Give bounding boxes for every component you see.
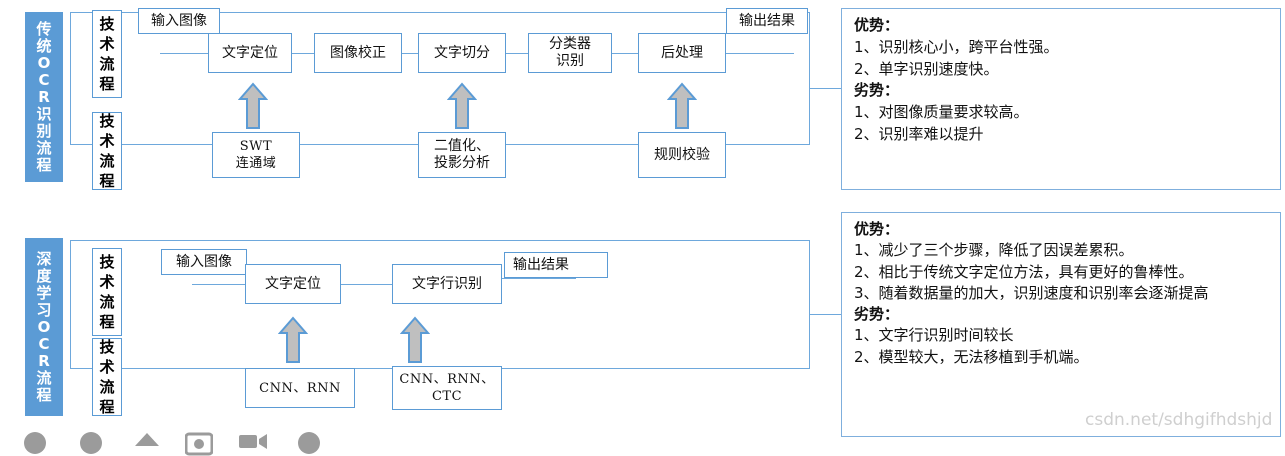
node-label: CNN、RNN、 CTC bbox=[399, 372, 495, 404]
node-output-result-traditional[interactable]: 输出结果 bbox=[726, 8, 808, 34]
node-label: SWT 连通域 bbox=[235, 139, 277, 171]
connector-classify-to-post bbox=[612, 53, 638, 54]
connector-cnnrnn-to-ctc bbox=[355, 368, 392, 369]
stage-label-text: 技术流程 bbox=[99, 338, 115, 416]
section-title-traditional: 传统OCR识别流程 bbox=[25, 12, 63, 182]
connector-lineRec-to-output bbox=[502, 278, 576, 279]
up-arrow-rule-to-post bbox=[667, 82, 697, 129]
node-label: 输出结果 bbox=[513, 256, 569, 273]
like-icon[interactable] bbox=[22, 430, 48, 456]
node-text-detection-deep[interactable]: 文字定位 bbox=[245, 264, 341, 304]
section-title-deep-learning: 深度学习OCR流程 bbox=[25, 238, 63, 416]
connector-rule-to-right bbox=[726, 144, 810, 145]
panel-cons-item: 2、识别率难以提升 bbox=[854, 124, 984, 143]
connector-binar-to-rule bbox=[506, 144, 638, 145]
connector-stage2-to-cnnrnn bbox=[122, 368, 245, 369]
stage-label-traditional-2: 技术流程 bbox=[92, 112, 122, 190]
stage-label-text: 技术流程 bbox=[99, 15, 115, 93]
up-arrow-cnnrnn-to-detect-deep bbox=[278, 316, 308, 363]
bracket-right-traditional bbox=[809, 12, 810, 144]
camera-icon[interactable] bbox=[185, 430, 213, 456]
node-label: 文字定位 bbox=[222, 44, 278, 61]
panel-pros-item: 2、相比于传统文字定位方法，具有更好的鲁棒性。 bbox=[854, 262, 1194, 281]
profile-circle-icon[interactable] bbox=[296, 430, 322, 456]
node-cnn-rnn[interactable]: CNN、RNN bbox=[245, 368, 355, 408]
node-label: 规则校验 bbox=[654, 146, 710, 163]
node-cnn-rnn-ctc[interactable]: CNN、RNN、 CTC bbox=[392, 366, 502, 410]
connector-deep-to-panel bbox=[809, 314, 841, 315]
connector-detect-to-rectify bbox=[292, 53, 314, 54]
panel-cons-item: 1、对图像质量要求较高。 bbox=[854, 103, 1029, 121]
panel-cons-item: 1、文字行识别时间较长 bbox=[854, 326, 1014, 345]
panel-pros-item: 1、减少了三个步骤，降低了因误差累积。 bbox=[854, 241, 1134, 260]
node-label: 输入图像 bbox=[151, 12, 207, 29]
panel-pros-item: 1、识别核心小，跨平台性强。 bbox=[854, 37, 1059, 56]
stage-label-deep-1: 技术流程 bbox=[92, 248, 122, 336]
node-text-detection-traditional[interactable]: 文字定位 bbox=[208, 33, 292, 73]
node-swt-connected-domain[interactable]: SWT 连通域 bbox=[212, 132, 300, 178]
connector-ctc-to-right-deep bbox=[502, 368, 810, 369]
connector-post-to-output bbox=[726, 53, 794, 54]
node-binarization-projection[interactable]: 二值化、 投影分析 bbox=[418, 132, 506, 178]
node-label: CNN、RNN bbox=[259, 380, 341, 396]
stage-label-text: 技术流程 bbox=[99, 112, 115, 190]
connector-segment-to-classify bbox=[506, 53, 528, 54]
connector-detect-to-lineRec bbox=[341, 284, 392, 285]
connector-input-to-detect-deep bbox=[192, 284, 245, 285]
node-label: 文字行识别 bbox=[412, 275, 482, 292]
stage-label-deep-2: 技术流程 bbox=[92, 338, 122, 416]
up-arrow-binar-to-segment bbox=[447, 82, 477, 129]
section-title-traditional-text: 传统OCR识别流程 bbox=[36, 19, 52, 174]
bracket-top-deep bbox=[70, 240, 810, 241]
node-label: 图像校正 bbox=[330, 44, 386, 61]
up-arrow-swt-to-detect bbox=[238, 82, 268, 129]
connector-traditional-to-panel bbox=[809, 88, 841, 89]
node-label: 后处理 bbox=[661, 44, 703, 61]
node-image-rectification[interactable]: 图像校正 bbox=[314, 33, 402, 73]
upload-arrow-icon[interactable] bbox=[134, 430, 160, 456]
node-label: 二值化、 投影分析 bbox=[434, 138, 490, 171]
diagram-canvas: 传统OCR识别流程 技术流程 技术流程 输入图像 文字定位 图像校正 文字切分 … bbox=[24, 8, 1281, 456]
panel-pros-heading: 优势： bbox=[854, 220, 900, 238]
node-post-processing[interactable]: 后处理 bbox=[638, 33, 726, 73]
bracket-left-deep bbox=[70, 240, 71, 368]
connector-stage2-to-swt bbox=[122, 144, 212, 145]
panel-pros-heading: 优势： bbox=[854, 16, 900, 34]
node-input-image-deep[interactable]: 输入图像 bbox=[161, 249, 247, 275]
node-label: 文字切分 bbox=[434, 44, 490, 61]
node-classifier-recognition[interactable]: 分类器 识别 bbox=[528, 33, 612, 73]
node-char-segmentation[interactable]: 文字切分 bbox=[418, 33, 506, 73]
panel-cons-heading: 劣势： bbox=[854, 305, 900, 324]
stage-label-text: 技术流程 bbox=[99, 253, 115, 331]
panel-pros-item: 2、单字识别速度快。 bbox=[854, 59, 999, 78]
node-label: 输入图像 bbox=[176, 253, 232, 270]
panel-pros-item: 3、随着数据量的加大，识别速度和识别率会逐渐提高 bbox=[854, 283, 1209, 302]
panel-cons-heading: 劣势： bbox=[854, 81, 900, 100]
connector-swt-to-binar bbox=[300, 144, 418, 145]
node-label: 分类器 识别 bbox=[549, 36, 591, 69]
bracket-left-traditional bbox=[70, 12, 71, 144]
section-title-deep-learning-text: 深度学习OCR流程 bbox=[36, 249, 52, 404]
node-input-image-traditional[interactable]: 输入图像 bbox=[138, 8, 220, 34]
user-avatar-icon[interactable] bbox=[78, 430, 104, 456]
connector-input-to-detect bbox=[160, 53, 208, 54]
node-label: 输出结果 bbox=[739, 12, 795, 29]
node-rule-validation[interactable]: 规则校验 bbox=[638, 132, 726, 178]
node-text-line-recognition[interactable]: 文字行识别 bbox=[392, 264, 502, 304]
stage-label-traditional-1: 技术流程 bbox=[92, 10, 122, 98]
up-arrow-ctc-to-lineRec bbox=[400, 316, 430, 363]
connector-rectify-to-segment bbox=[402, 53, 418, 54]
node-label: 文字定位 bbox=[265, 275, 321, 292]
node-output-result-deep[interactable]: 输出结果 bbox=[504, 252, 608, 278]
panel-traditional-proscons: 优势： 1、识别核心小，跨平台性强。 2、单字识别速度快。 劣势： 1、对图像质… bbox=[841, 8, 1281, 190]
bracket-right-deep bbox=[809, 240, 810, 368]
video-camera-icon[interactable] bbox=[238, 430, 268, 456]
panel-deep-proscons: 优势： 1、减少了三个步骤，降低了因误差累积。 2、相比于传统文字定位方法，具有… bbox=[841, 212, 1281, 437]
bracket-top-traditional bbox=[70, 12, 810, 13]
panel-cons-item: 2、模型较大，无法移植到手机端。 bbox=[854, 347, 1089, 366]
